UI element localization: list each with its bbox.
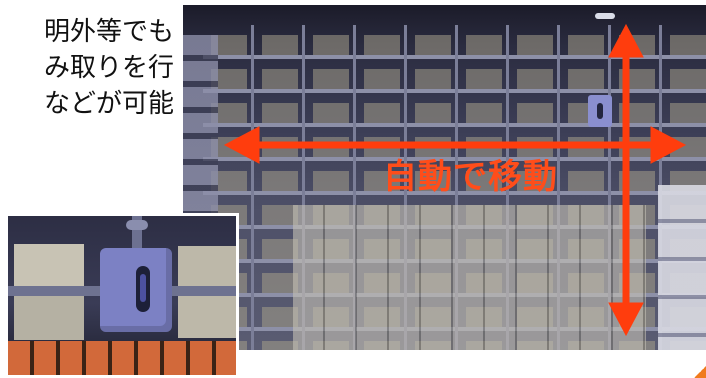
- description-line-2: み取りを行: [43, 53, 174, 83]
- description-line-3: などが可能: [43, 89, 174, 119]
- description-line-1: 明外等でも: [43, 17, 174, 47]
- horizontal-arrow: [223, 126, 687, 164]
- closeup-post-cap: [126, 220, 148, 230]
- carrier-robot-small: [588, 95, 612, 127]
- closeup-carrier-slot: [136, 266, 150, 312]
- closeup-floor-boxes: [8, 341, 236, 375]
- corner-accent: [694, 366, 706, 378]
- closeup-box-left-top: [14, 244, 84, 286]
- movement-arrows: [223, 23, 687, 337]
- closeup-box-left-bottom: [14, 296, 84, 340]
- right-shelf-panel: [658, 185, 706, 350]
- warehouse-render-image: [183, 5, 706, 350]
- description-text: 明外等でも み取りを行 などが可能: [0, 14, 180, 122]
- vertical-arrow: [608, 23, 644, 337]
- closeup-post: [132, 216, 142, 256]
- lower-boxes: [293, 205, 646, 350]
- auto-move-label: 自動で移動: [383, 157, 558, 197]
- ceiling-light: [595, 13, 615, 19]
- carrier-closeup-image: [5, 213, 239, 378]
